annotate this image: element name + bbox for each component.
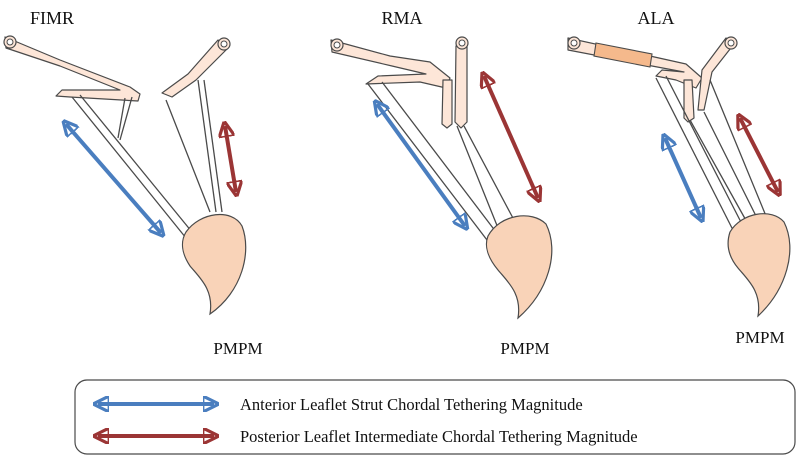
strut-chord-anterior — [367, 83, 488, 241]
anterior-tethering-arrow — [66, 124, 161, 233]
legend-anterior-label: Anterior Leaflet Strut Chordal Tethering… — [240, 395, 583, 414]
annulus-right-lumen — [727, 39, 735, 47]
strut-chord-anterior — [71, 96, 187, 239]
coaptation-segment — [683, 79, 695, 123]
anterior-leaflet — [330, 39, 451, 89]
posterior-tethering-arrow — [225, 126, 236, 192]
pmpm-label-ala: PMPM — [735, 328, 784, 347]
intermediate-chord-posterior-b — [703, 111, 759, 221]
annulus-left-lumen — [333, 41, 341, 49]
anterior-leaflet — [4, 36, 141, 102]
pmpm-label-rma: PMPM — [500, 339, 549, 358]
annulus-left-lumen — [6, 38, 14, 46]
strut-chord-anterior-inner — [79, 94, 193, 233]
panel-rma: RMA PMPM — [330, 8, 553, 358]
legend: Anterior Leaflet Strut Chordal Tethering… — [74, 379, 796, 455]
intermediate-chord-posterior — [165, 99, 211, 213]
strut-chord-anterior — [655, 77, 737, 237]
legend-posterior-label: Posterior Leaflet Intermediate Chordal T… — [240, 427, 638, 446]
secondary-chord — [117, 97, 126, 139]
intermediate-chord-posterior-b — [197, 79, 217, 213]
posterior-tethering-arrow — [484, 76, 538, 198]
anterior-tethering-arrow — [665, 138, 701, 218]
posterior-leaflet — [454, 45, 468, 129]
annulus-right-lumen — [220, 40, 228, 48]
panel-title-ala: ALA — [638, 8, 675, 28]
coaptation-segment — [441, 79, 453, 129]
panel-ala: ALA PMPM — [567, 8, 791, 347]
legend-box — [74, 379, 796, 455]
annulus-right-lumen — [458, 39, 466, 47]
panel-fimr: FIMR PMPM — [3, 8, 263, 358]
papillary-muscle — [181, 213, 247, 316]
posterior-leaflet — [161, 39, 229, 98]
papillary-muscle — [727, 213, 791, 318]
pmpm-label-fimr: PMPM — [213, 339, 262, 358]
panel-title-fimr: FIMR — [30, 8, 74, 28]
strut-chord-anterior-inner — [381, 81, 497, 233]
posterior-tethering-arrow — [740, 118, 778, 192]
papillary-muscle — [485, 215, 553, 320]
panel-title-rma: RMA — [381, 8, 422, 28]
annuloplasty-ring — [593, 42, 653, 68]
anterior-tethering-arrow — [377, 104, 465, 226]
annulus-left-lumen — [570, 39, 578, 47]
